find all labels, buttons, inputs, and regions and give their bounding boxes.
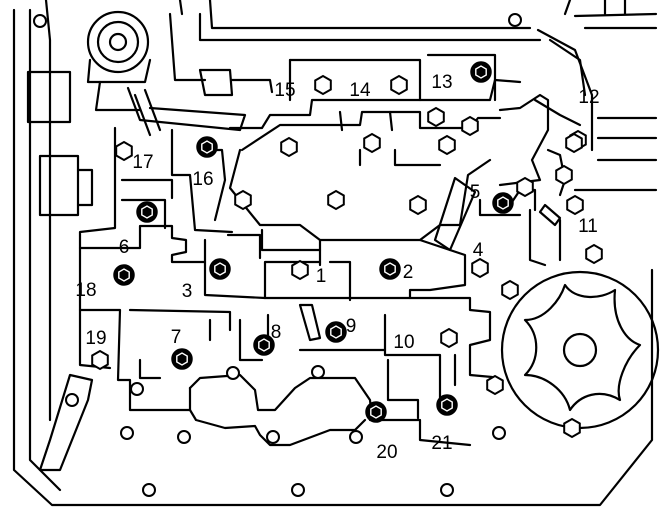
plain-bolts [234, 106, 587, 439]
callout-label-10: 10 [393, 332, 414, 353]
bolt-19 [91, 349, 109, 371]
bolt-7 [171, 348, 193, 370]
bolt-20-head [370, 405, 382, 419]
mounting-hole [291, 483, 305, 497]
bolt-16-head [201, 140, 213, 154]
callout-label-18: 18 [75, 280, 96, 301]
bolt-6-head [141, 205, 153, 219]
callout-label-15: 15 [274, 80, 295, 101]
mounting-hole [311, 365, 325, 379]
callout-label-6: 6 [119, 237, 130, 258]
callout-label-8: 8 [271, 322, 282, 343]
bolt-21-head [441, 398, 453, 412]
mounting-hole [349, 430, 363, 444]
mounting-hole [65, 393, 79, 407]
bolt [409, 194, 427, 216]
bolt-16 [196, 136, 218, 158]
bolt-14 [390, 74, 408, 96]
callout-label-11: 11 [578, 216, 598, 237]
bolt [555, 164, 573, 186]
bolt-12 [565, 132, 583, 154]
bolt-18-head [118, 268, 130, 282]
callout-label-4: 4 [473, 240, 484, 261]
callout-label-20: 20 [376, 442, 397, 463]
bolt-18 [113, 264, 135, 286]
mounting-hole [177, 430, 191, 444]
bolt-6 [136, 201, 158, 223]
bolt-5 [492, 192, 514, 214]
bolt [461, 115, 479, 137]
bolt [566, 194, 584, 216]
mounting-hole [266, 430, 280, 444]
bolt-2 [379, 258, 401, 280]
callout-label-14: 14 [349, 80, 371, 101]
bolt-20 [365, 401, 387, 423]
mounting-hole [440, 483, 454, 497]
callout-label-3: 3 [182, 281, 193, 302]
mounting-holes [33, 13, 522, 497]
mounting-hole [142, 483, 156, 497]
callout-label-17: 17 [132, 152, 153, 173]
valve-body-plate [78, 53, 582, 447]
bolt-9-head [330, 325, 342, 339]
mounting-hole [130, 382, 144, 396]
callout-label-16: 16 [192, 169, 213, 190]
bolt-13-head [475, 65, 487, 79]
bolt-15 [314, 74, 332, 96]
callout-label-9: 9 [346, 316, 357, 337]
bolt-17 [115, 140, 133, 162]
bolt-8 [253, 334, 275, 356]
bolt [486, 374, 504, 396]
callout-label-5: 5 [470, 182, 481, 203]
bolt [363, 132, 381, 154]
bolt-9 [325, 321, 347, 343]
bolt-8-head [258, 338, 270, 352]
callout-label-2: 2 [403, 262, 414, 283]
bolt [516, 176, 534, 198]
bolt-1 [291, 259, 309, 281]
bolt [563, 417, 581, 439]
bolt-4 [471, 257, 489, 279]
bolt-11 [585, 243, 603, 265]
mounting-hole [508, 13, 522, 27]
callout-label-7: 7 [171, 327, 182, 348]
bolt-13 [470, 61, 492, 83]
callout-label-21: 21 [431, 433, 452, 454]
bolt-10 [440, 327, 458, 349]
mounting-hole [492, 426, 506, 440]
bolt [501, 279, 519, 301]
bolt [427, 106, 445, 128]
bolt-21 [436, 394, 458, 416]
bolt-3 [209, 258, 231, 280]
bolt-7-head [176, 352, 188, 366]
callout-label-19: 19 [85, 328, 106, 349]
solenoid-assembly [26, 0, 274, 217]
case-outline [12, 0, 658, 507]
bolt [327, 189, 345, 211]
mounting-hole [226, 366, 240, 380]
bolt-2-head [384, 262, 396, 276]
callout-label-1: 1 [316, 266, 327, 287]
bolt [438, 134, 456, 156]
bolt [234, 189, 252, 211]
mounting-hole [33, 14, 47, 28]
bolt [280, 136, 298, 158]
callout-label-12: 12 [578, 87, 599, 108]
bolt-3-head [214, 262, 226, 276]
bolt-5-head [497, 196, 509, 210]
mounting-hole [120, 426, 134, 440]
callout-label-13: 13 [431, 72, 452, 93]
pump-gear [500, 270, 660, 430]
